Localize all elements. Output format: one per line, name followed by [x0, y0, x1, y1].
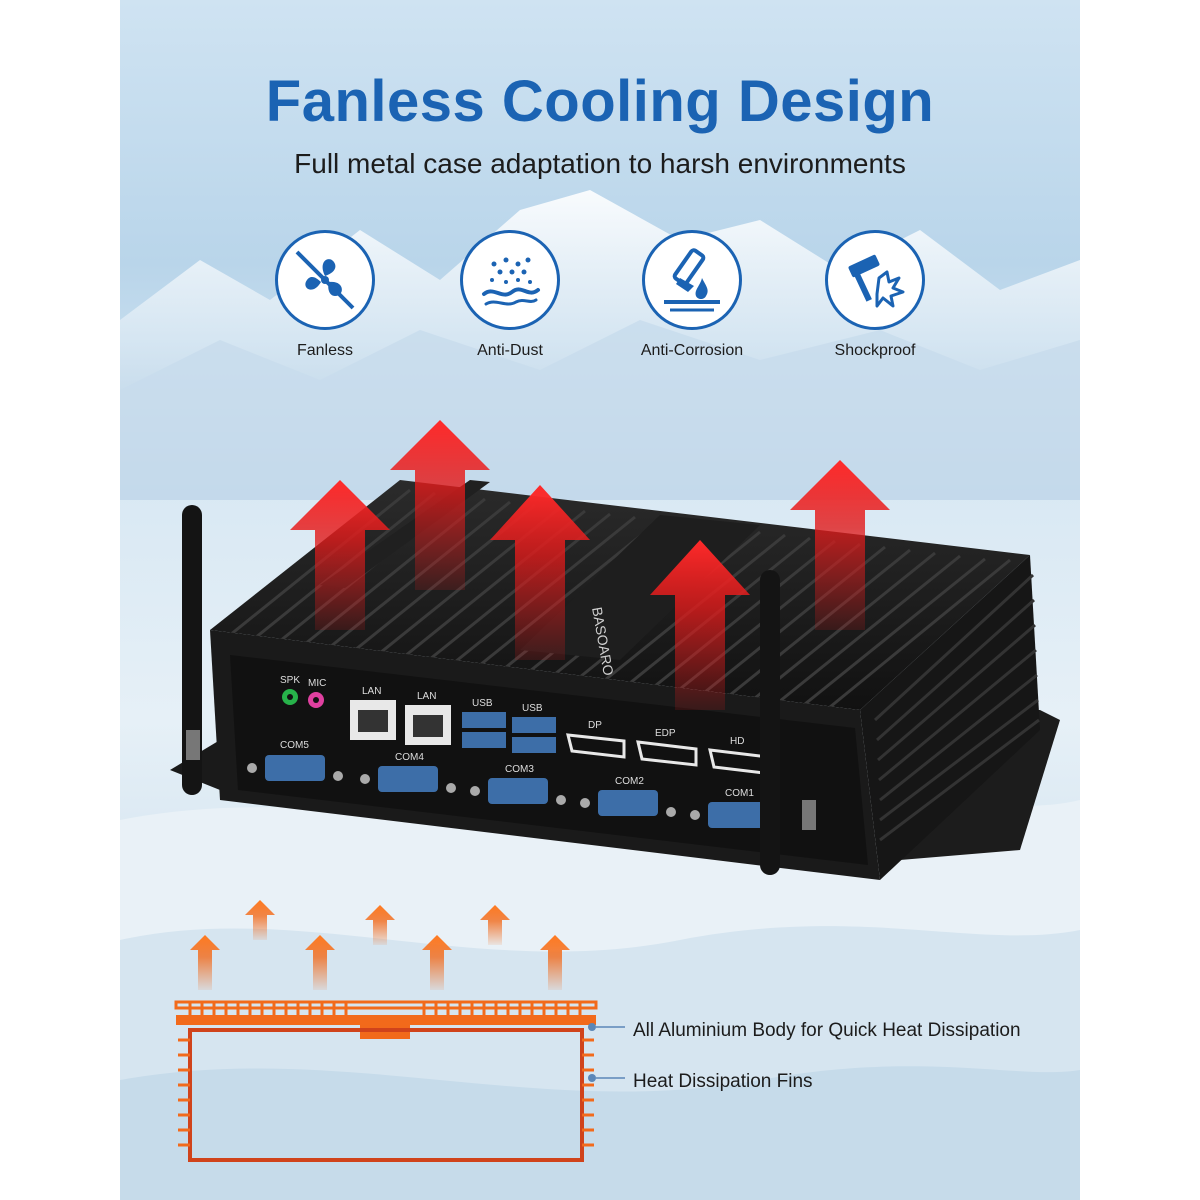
- mini-pc-illustration: BASOARO SPK MIC LAN LAN USB USB DP EDP H…: [170, 420, 1060, 880]
- page-title: Fanless Cooling Design: [265, 69, 935, 134]
- dp-label: DP: [588, 720, 602, 731]
- corrosion-icon: [642, 230, 742, 330]
- edp-label: EDP: [655, 728, 676, 739]
- spk-label: SPK: [280, 675, 300, 686]
- feature-fanless: Fanless: [245, 230, 405, 360]
- dust-icon: [460, 230, 560, 330]
- feature-label: Anti-Dust: [477, 342, 543, 359]
- hd-label: HD: [730, 736, 744, 747]
- feature-label: Anti-Corrosion: [640, 342, 744, 359]
- feature-anti-corrosion: Anti-Corrosion: [612, 230, 772, 360]
- antenna-left: [182, 505, 202, 795]
- page-subtitle: Full metal case adaptation to harsh envi…: [294, 148, 906, 179]
- feature-label: Fanless: [296, 342, 354, 359]
- com5-label: COM5: [280, 740, 309, 751]
- com3-label: COM3: [505, 764, 534, 775]
- heat-dissipation-diagram: [174, 900, 625, 1162]
- com1-label: COM1: [725, 788, 754, 799]
- snow-background: [120, 798, 1080, 1200]
- callout-aluminium-body: All Aluminium Body for Quick Heat Dissip…: [633, 1020, 1021, 1041]
- lan-label-1: LAN: [362, 686, 381, 697]
- usb-label-1: USB: [472, 698, 493, 709]
- feature-anti-dust: Anti-Dust: [430, 230, 590, 360]
- antenna-right: [760, 570, 780, 875]
- mic-label: MIC: [308, 678, 326, 689]
- usb-label-2: USB: [522, 703, 543, 714]
- no-fan-icon: [275, 230, 375, 330]
- lan-label-2: LAN: [417, 691, 436, 702]
- feature-shockproof: Shockproof: [795, 230, 955, 360]
- callout-heat-fins: Heat Dissipation Fins: [633, 1071, 813, 1092]
- feature-label: Shockproof: [834, 342, 916, 359]
- orange-arrows: [190, 900, 570, 990]
- com2-label: COM2: [615, 776, 644, 787]
- shockproof-icon: [825, 230, 925, 330]
- com4-label: COM4: [395, 752, 424, 763]
- heat-arrows: [290, 420, 890, 710]
- product-panel: Fanless Cooling Design Full metal case a…: [120, 0, 1080, 1200]
